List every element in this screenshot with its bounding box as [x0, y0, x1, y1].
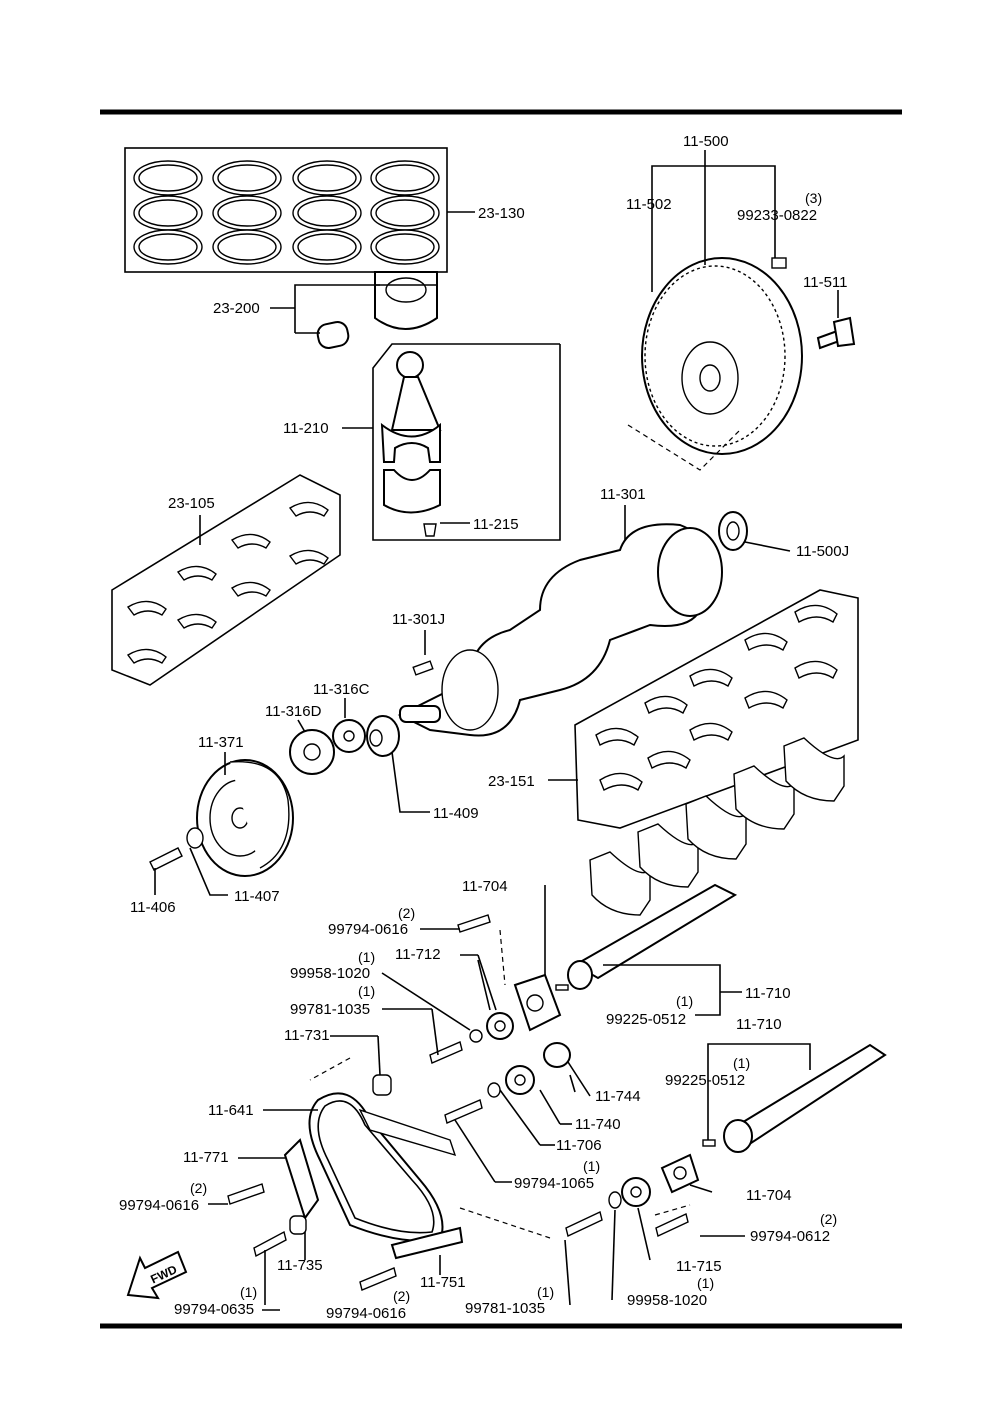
balancer-shaft-lower	[702, 1043, 887, 1153]
label-99794-0616-upper: 99794-0616	[328, 921, 408, 938]
label-11-715: 11-715	[676, 1258, 722, 1275]
connecting-rod	[342, 343, 561, 541]
label-11-511: 11-511	[803, 274, 847, 291]
piston-and-pin	[270, 271, 438, 349]
label-11-710-upper: 11-710	[745, 985, 791, 1002]
label-99958-1020-upper: 99958-1020	[290, 965, 370, 982]
balancer-shaft-upper	[555, 883, 742, 1016]
label-qty-99794-0612: (2)	[820, 1211, 837, 1227]
label-11-740: 11-740	[575, 1116, 621, 1133]
label-11-301J: 11-301J	[392, 611, 445, 628]
label-99781-1035-upper: 99781-1035	[290, 1001, 370, 1018]
main-bearing-caps	[589, 737, 845, 916]
label-11-771: 11-771	[183, 1149, 229, 1166]
label-11-316C: 11-316C	[313, 681, 370, 698]
crankshaft	[397, 505, 791, 737]
label-11-735: 11-735	[277, 1257, 323, 1274]
label-23-130: 23-130	[478, 205, 525, 222]
label-11-641: 11-641	[208, 1102, 254, 1119]
label-23-151: 23-151	[488, 773, 535, 790]
label-99225-0512-lower: 99225-0512	[665, 1072, 745, 1089]
label-99958-1020-bottom: 99958-1020	[627, 1292, 707, 1309]
label-11-500J: 11-500J	[796, 543, 849, 560]
label-qty-99781-1035-bottom: (1)	[537, 1284, 554, 1300]
oil-pump-drive	[429, 885, 576, 1124]
crank-sprockets	[289, 698, 430, 813]
label-99794-0635: 99794-0635	[174, 1301, 254, 1318]
label-23-200: 23-200	[213, 300, 260, 317]
label-11-406: 11-406	[130, 899, 176, 916]
label-23-105: 23-105	[168, 495, 215, 512]
label-11-409: 11-409	[433, 805, 479, 822]
label-99233-0822: 99233-0822	[737, 207, 817, 224]
label-qty-99794-0616-upper: (2)	[398, 905, 415, 921]
leader-lines	[208, 928, 745, 1311]
part-labels: 23-130 23-200 11-210 11-215 23-105 11-50…	[119, 133, 849, 1322]
label-qty-99225-0512-lower: (1)	[733, 1055, 750, 1071]
label-99781-1035-bottom: 99781-1035	[465, 1300, 545, 1317]
label-11-731: 11-731	[284, 1027, 330, 1044]
label-11-500: 11-500	[683, 133, 729, 150]
label-11-704-upper: 11-704	[462, 878, 508, 895]
label-qty-99958-1020-bottom: (1)	[697, 1275, 714, 1291]
piston-ring-set	[124, 147, 475, 273]
flywheel	[627, 150, 856, 471]
forward-arrow: FWD	[126, 1250, 188, 1300]
label-11-215: 11-215	[473, 516, 519, 533]
label-qty-99781-1035-upper: (1)	[358, 983, 375, 999]
timing-chain	[263, 1035, 457, 1242]
label-99794-0616-left: 99794-0616	[119, 1197, 199, 1214]
label-99225-0512-upper: 99225-0512	[606, 1011, 686, 1028]
label-99794-0612: 99794-0612	[750, 1228, 830, 1245]
label-qty-99225-0512-upper: (1)	[676, 993, 693, 1009]
label-qty-99958-1020-upper: (1)	[358, 949, 375, 965]
label-11-710-lower: 11-710	[736, 1016, 782, 1033]
label-11-712: 11-712	[395, 946, 441, 963]
main-bearing-set	[111, 474, 341, 686]
label-11-371: 11-371	[198, 734, 244, 751]
label-11-210: 11-210	[283, 420, 329, 437]
label-11-502: 11-502	[626, 196, 672, 213]
label-99794-0616-bottom: 99794-0616	[326, 1305, 406, 1322]
label-11-706: 11-706	[556, 1137, 602, 1154]
lower-oil-pump-drive	[564, 1153, 713, 1306]
label-qty-99794-0635: (1)	[240, 1284, 257, 1300]
label-11-407: 11-407	[234, 888, 280, 905]
label-qty-99794-0616-bottom: (2)	[393, 1288, 410, 1304]
pulley-bolt-washer	[149, 827, 228, 896]
label-11-301: 11-301	[600, 486, 646, 503]
label-11-751: 11-751	[420, 1274, 466, 1291]
label-11-704-lower: 11-704	[746, 1187, 792, 1204]
label-11-744: 11-744	[595, 1088, 641, 1105]
label-qty-99233-0822: (3)	[805, 190, 822, 206]
label-11-316D: 11-316D	[265, 703, 322, 720]
label-qty-99794-1065: (1)	[583, 1158, 600, 1174]
label-99794-1065: 99794-1065	[514, 1175, 594, 1192]
crank-pulley	[196, 752, 294, 877]
label-qty-99794-0616-left: (2)	[190, 1180, 207, 1196]
lower-bearing-set	[548, 589, 859, 829]
chain-tensioner	[227, 1057, 551, 1305]
